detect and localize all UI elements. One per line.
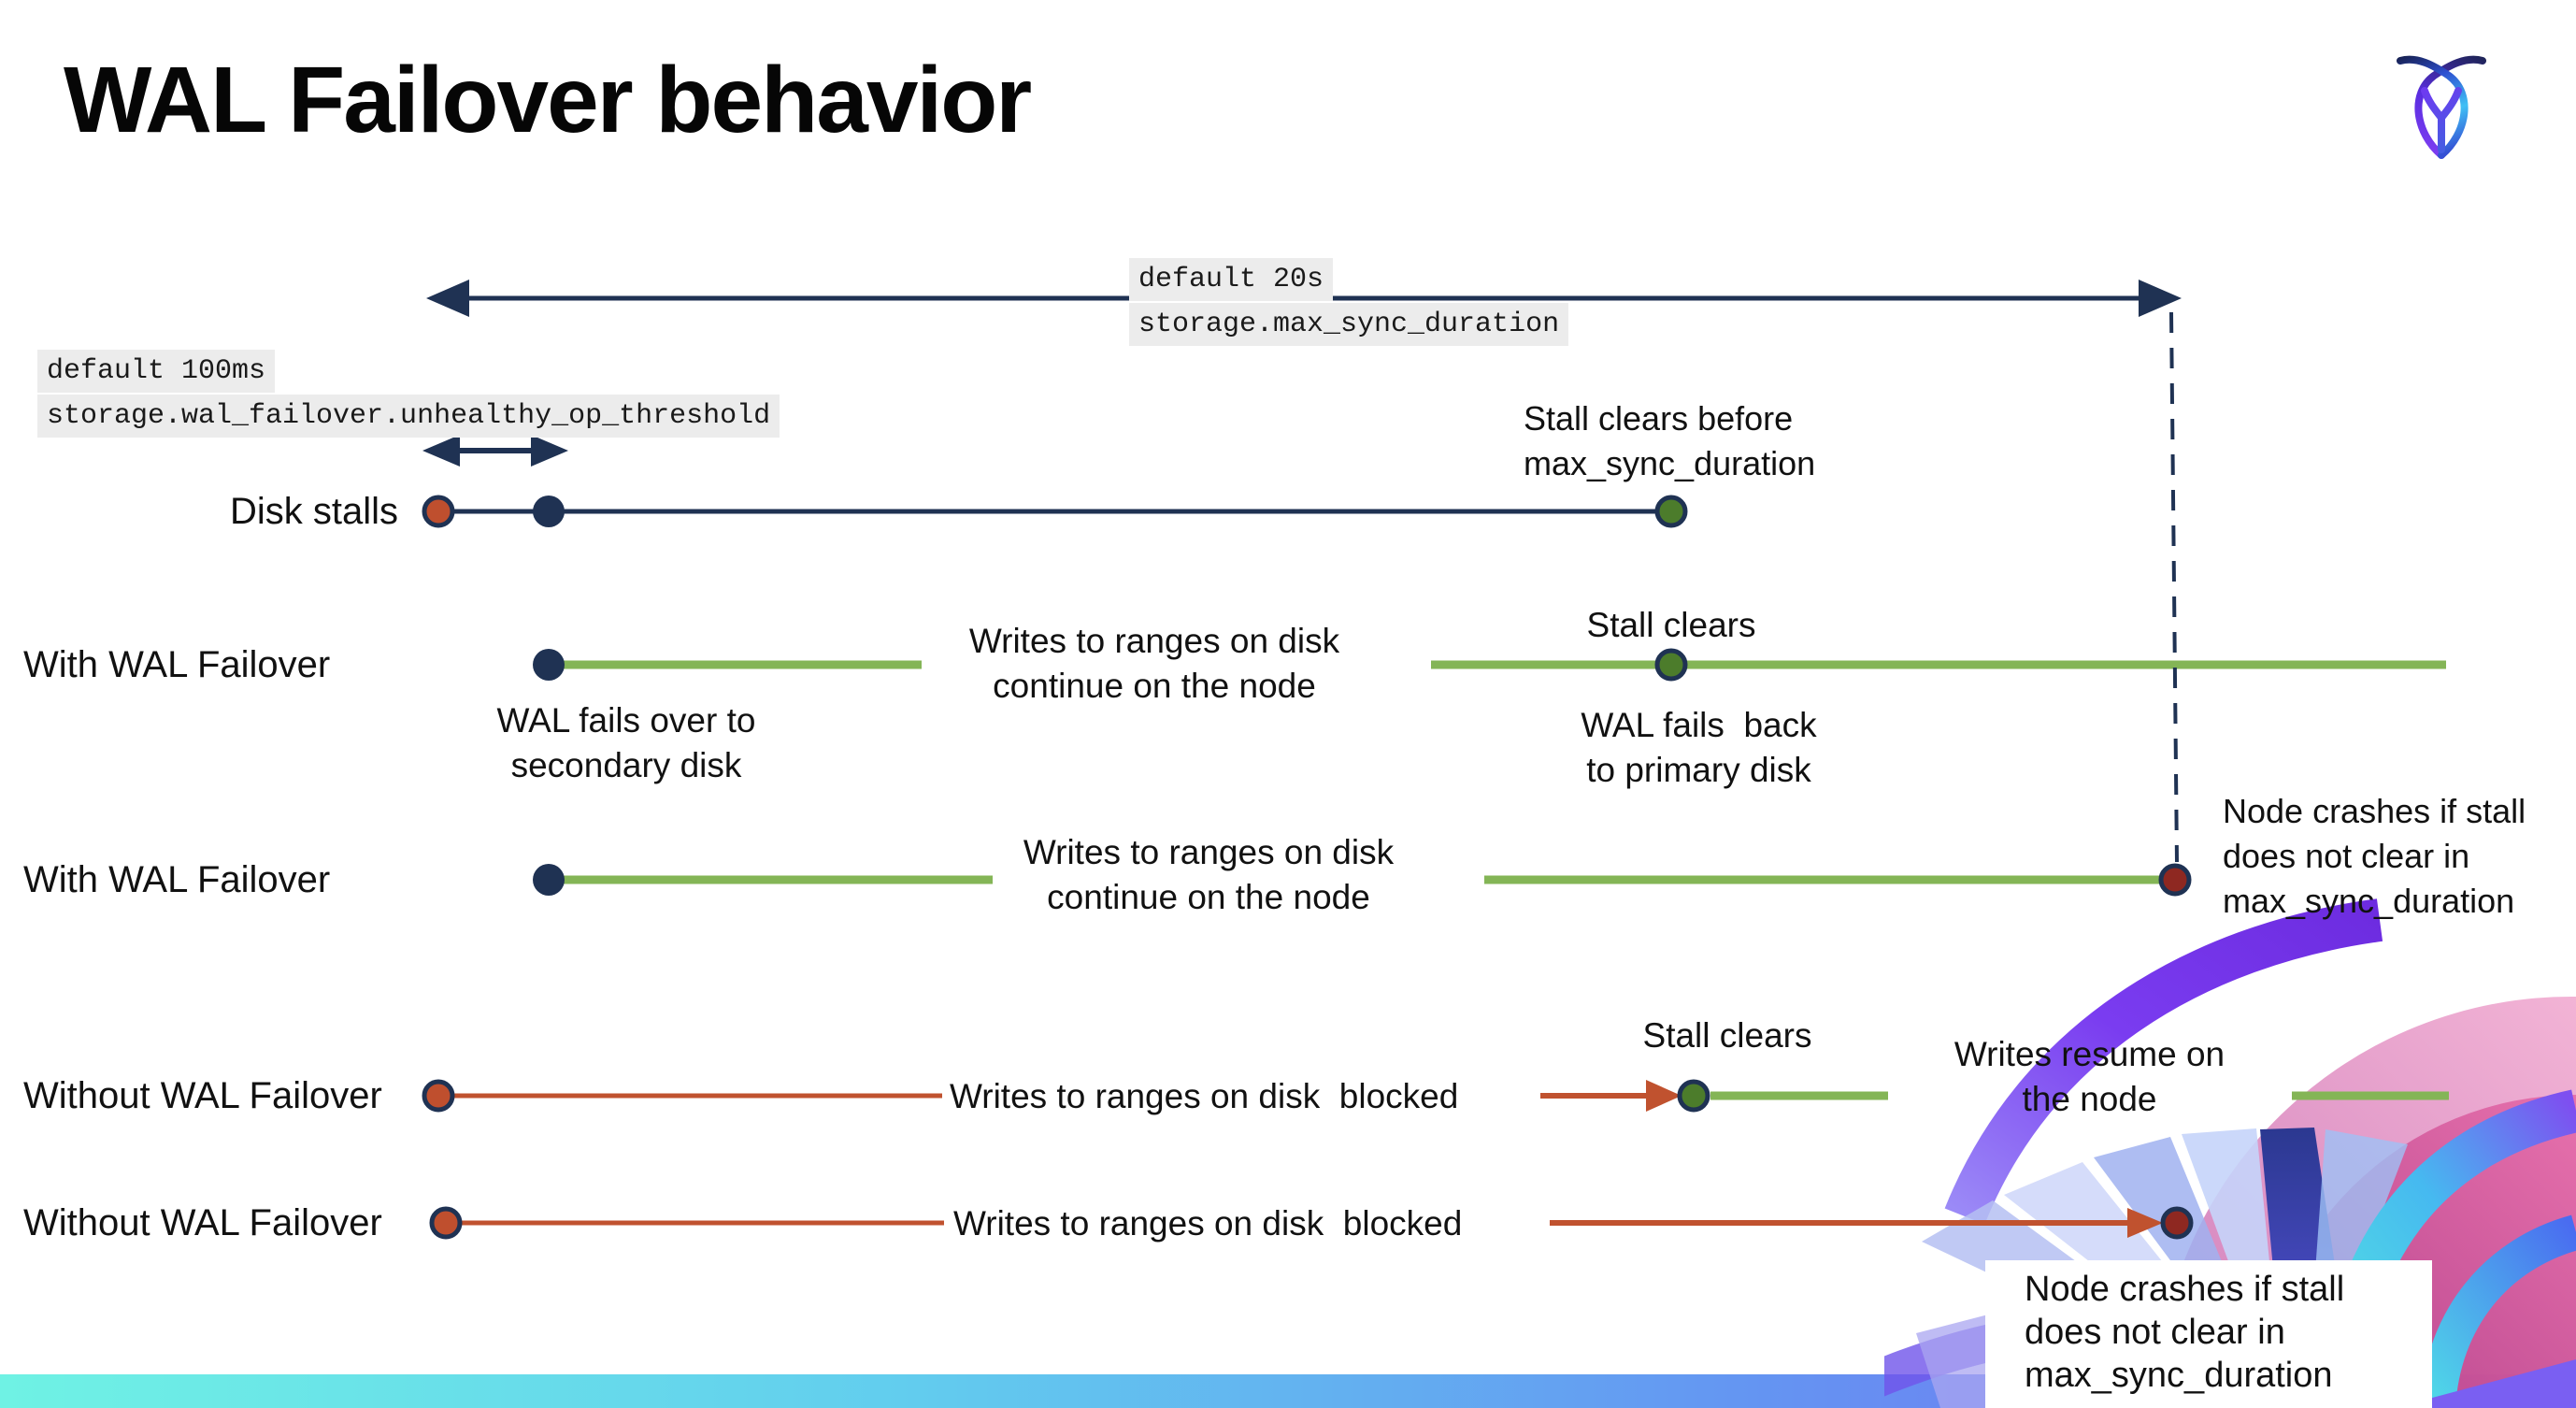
row-label-without-wal-failover-1: Without WAL Failover bbox=[23, 1075, 382, 1116]
node-crash-note-box: Node crashes if stall does not clear in … bbox=[1985, 1260, 2432, 1408]
stall-start-dot bbox=[422, 1079, 455, 1113]
stall-clear-dot bbox=[1654, 648, 1688, 682]
annotation-writes-continue-1: Writes to ranges on disk continue on the… bbox=[968, 622, 1340, 705]
cockroachdb-logo-icon bbox=[2397, 55, 2486, 159]
crash-dot bbox=[2160, 1206, 2194, 1240]
annotation-node-crashes-2: Node crashes if stall does not clear in … bbox=[2025, 1270, 2345, 1395]
annotation-wal-fails-back: WAL fails back to primary disk bbox=[1581, 706, 1817, 789]
stall-clear-dot bbox=[1677, 1079, 1710, 1113]
annotation-wal-fails-over: WAL fails over to secondary disk bbox=[496, 701, 756, 784]
config-setting-name: storage.max_sync_duration bbox=[1129, 303, 1569, 346]
failover-dot bbox=[533, 649, 565, 681]
red-arrowhead bbox=[2127, 1208, 2163, 1238]
annotation-stall-clears-before: Stall clears before max_sync_duration bbox=[1524, 399, 1816, 482]
page-title: WAL Failover behavior bbox=[64, 48, 1032, 152]
timeline-row-with-wal-failover-1 bbox=[533, 648, 2446, 682]
config-default-value: default 20s bbox=[1129, 258, 1334, 301]
annotation-stall-clears-1: Stall clears bbox=[1586, 606, 1756, 644]
row-label-without-wal-failover-2: Without WAL Failover bbox=[23, 1202, 382, 1243]
timeline-row-without-wal-failover-2 bbox=[429, 1206, 2194, 1240]
art-purple-arc bbox=[1944, 898, 2383, 1225]
stall-start-dot bbox=[422, 495, 455, 528]
art-teal-leg-inner bbox=[2420, 1214, 2576, 1408]
arrowhead-right bbox=[531, 435, 568, 467]
red-arrowhead bbox=[1646, 1080, 1682, 1112]
unhealthy-op-threshold-arrow bbox=[422, 435, 568, 467]
row-label-with-wal-failover-2: With WAL Failover bbox=[23, 859, 331, 900]
arrowhead-left bbox=[426, 280, 469, 317]
annotation-writes-continue-2: Writes to ranges on disk continue on the… bbox=[1023, 833, 1395, 916]
timeline-row-with-wal-failover-2 bbox=[533, 863, 2192, 897]
config-label-unhealthy-op-threshold: default 100ms storage.wal_failover.unhea… bbox=[37, 350, 780, 439]
config-default-value: default 100ms bbox=[37, 350, 276, 393]
annotation-writes-resume: Writes resume on the node bbox=[1953, 1035, 2225, 1118]
row-label-with-wal-failover-1: With WAL Failover bbox=[23, 644, 331, 685]
config-setting-name: storage.wal_failover.unhealthy_op_thresh… bbox=[37, 395, 780, 438]
stall-start-dot bbox=[429, 1206, 463, 1240]
arrowhead-right bbox=[2139, 280, 2182, 317]
arrowhead-left bbox=[422, 435, 460, 467]
art-corner-fill bbox=[2394, 1359, 2576, 1408]
annotation-stall-clears-2: Stall clears bbox=[1642, 1016, 1812, 1055]
stall-clear-dot bbox=[1654, 495, 1688, 528]
failover-dot bbox=[533, 864, 565, 896]
annotation-writes-blocked-1: Writes to ranges on disk blocked bbox=[950, 1077, 1459, 1115]
crash-dot bbox=[2158, 863, 2192, 897]
timeline-row-disk-stalls bbox=[422, 495, 1688, 528]
timeline-row-without-wal-failover-1 bbox=[422, 1079, 2449, 1113]
config-label-max-sync-duration: default 20s storage.max_sync_duration bbox=[1129, 258, 1569, 348]
annotation-node-crashes-1: Node crashes if stall does not clear in … bbox=[2223, 792, 2526, 920]
threshold-dot bbox=[533, 496, 565, 527]
max-sync-deadline-dashed-line bbox=[2169, 311, 2179, 863]
annotation-writes-blocked-2: Writes to ranges on disk blocked bbox=[953, 1204, 1463, 1243]
row-label-disk-stalls: Disk stalls bbox=[230, 491, 399, 532]
